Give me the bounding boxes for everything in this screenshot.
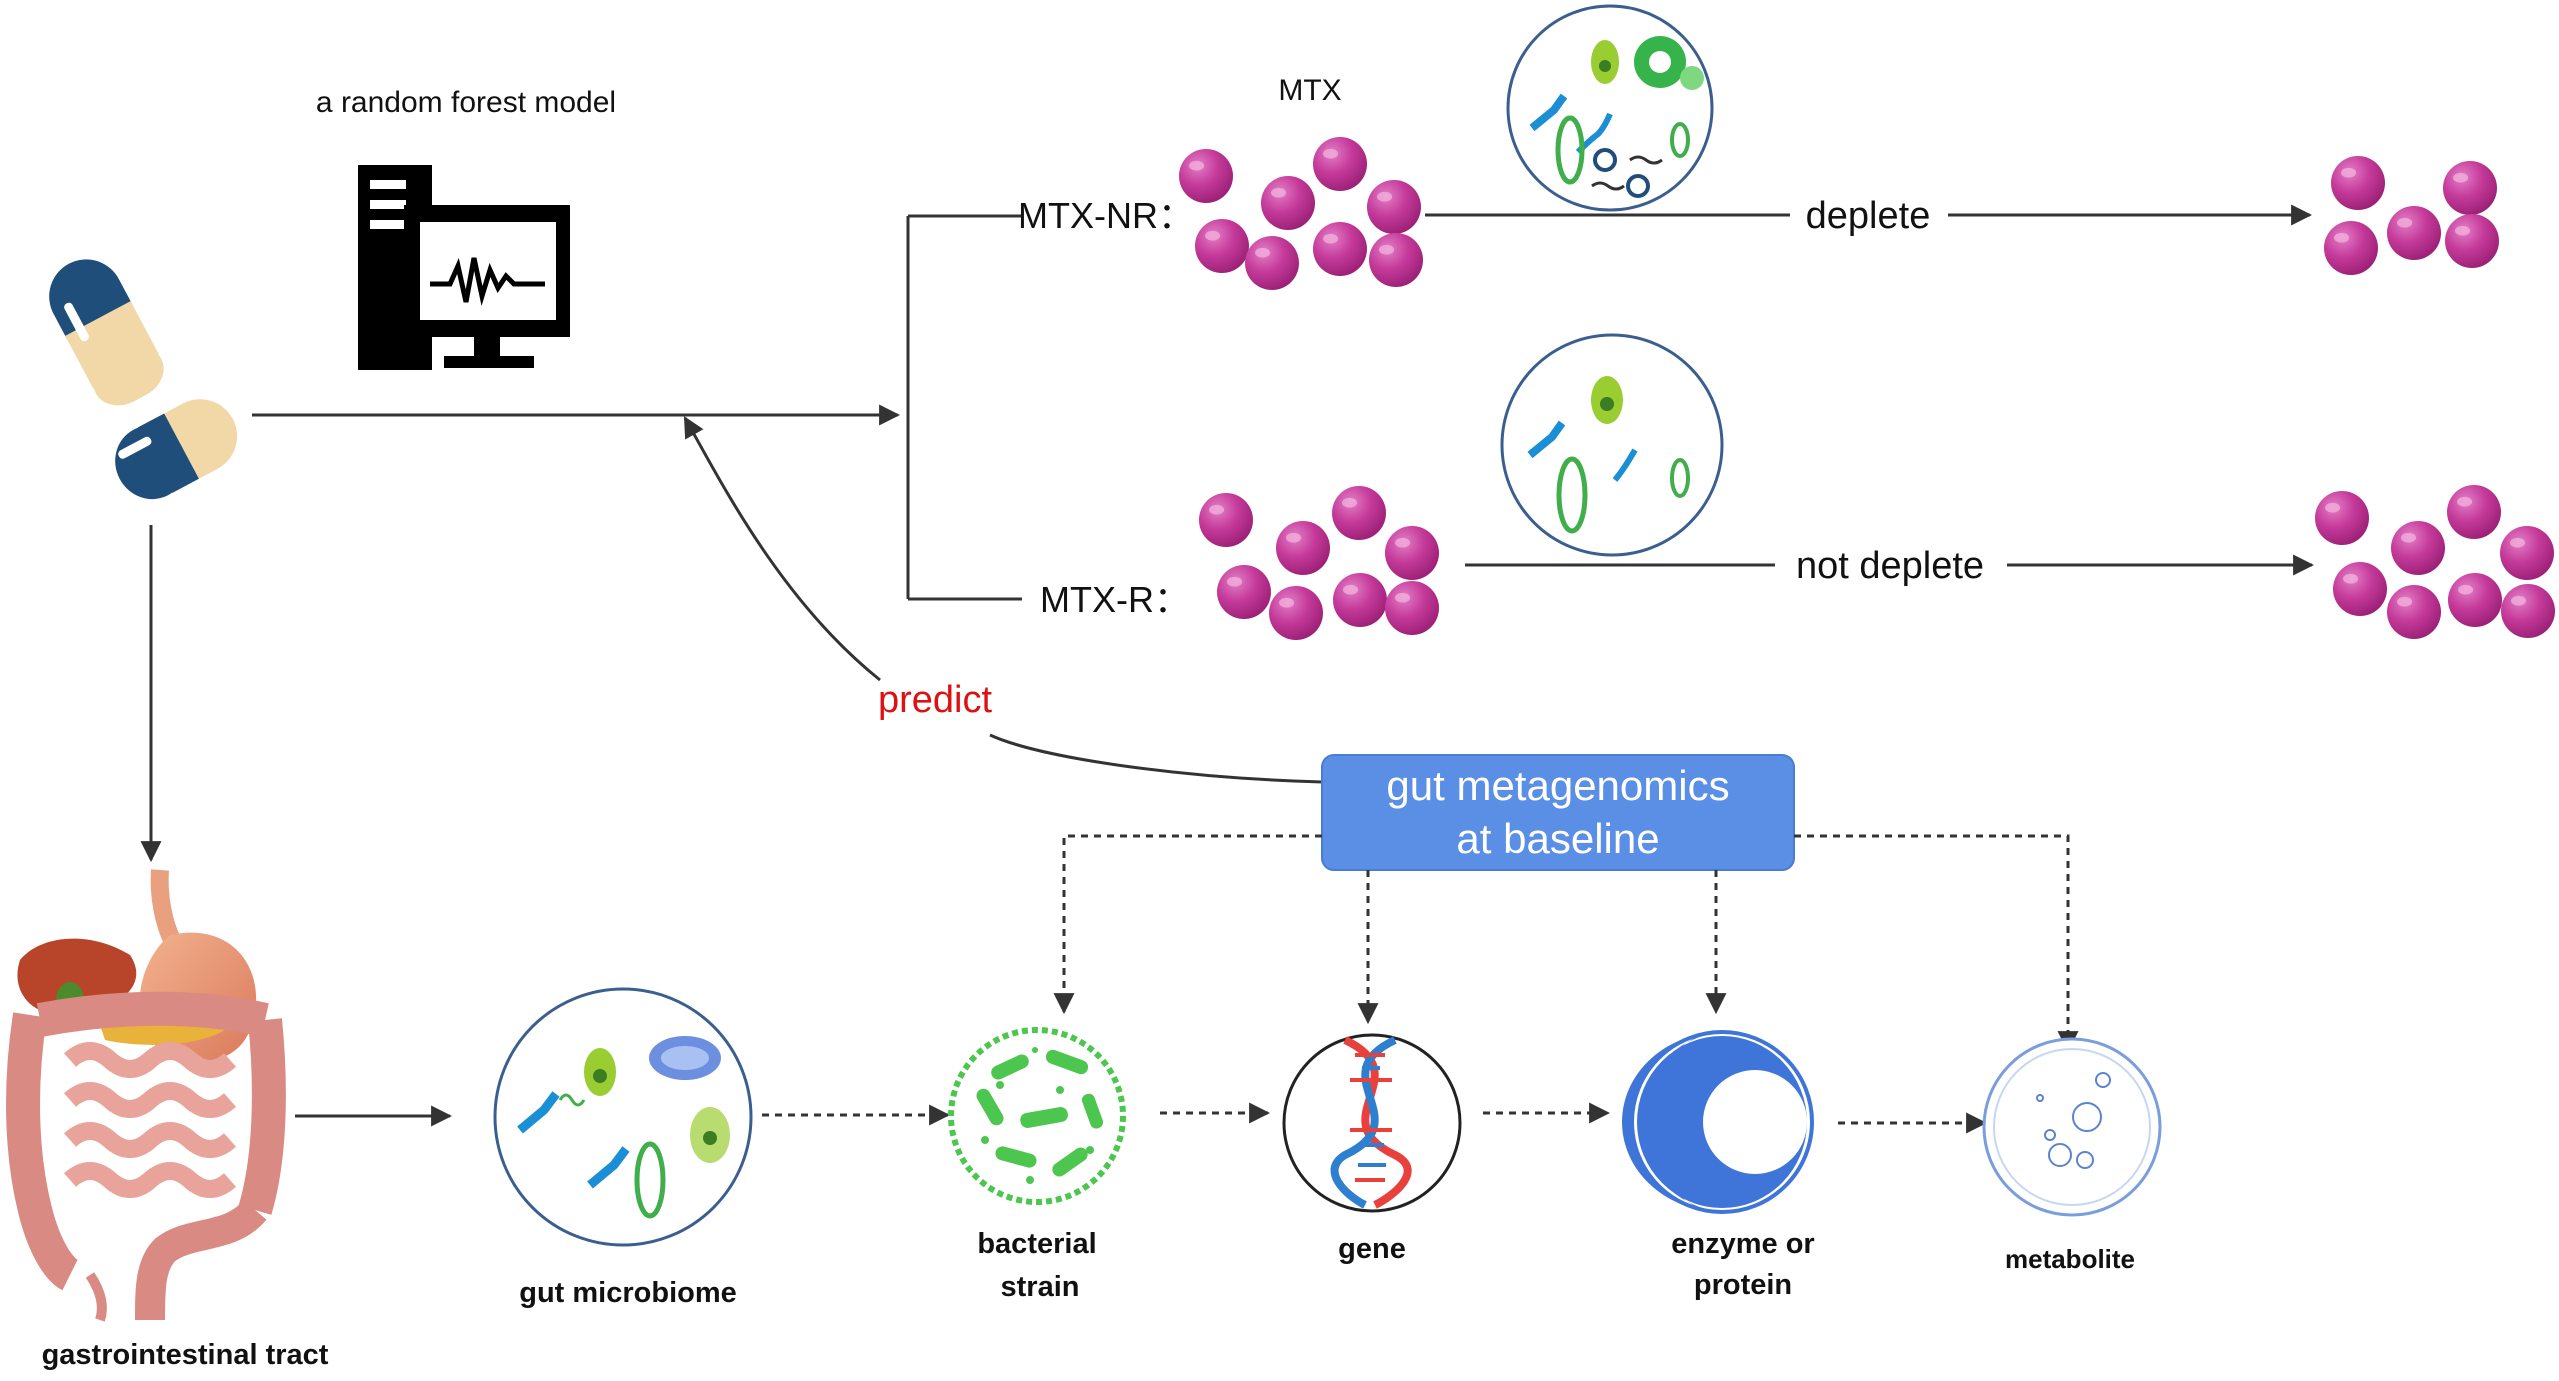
mtx-bead-highlight: [1285, 532, 1302, 543]
deplete-label: deplete: [1806, 195, 1931, 237]
mtx-bead-highlight: [1322, 233, 1339, 244]
mtx-bead-highlight: [1322, 148, 1339, 159]
mtx-bead: [1313, 137, 1367, 191]
capsule-icon: [49, 259, 238, 500]
mtx-bead-highlight: [2509, 537, 2526, 548]
mtx-bead-highlight: [2510, 595, 2527, 606]
mtx-bead-highlight: [2452, 172, 2469, 183]
mtx-bead: [1179, 149, 1233, 203]
predict-curve-arrow: [685, 418, 1323, 784]
bacterial-strain-icon: [948, 1027, 1126, 1205]
gi-tract-icon: [6, 869, 286, 1322]
bacterial-strain-label-2: strain: [1001, 1271, 1080, 1303]
metabolite-icon: [1982, 1037, 2162, 1217]
mtx-bead: [2315, 491, 2369, 545]
mtx-beads-r-after: [2315, 485, 2555, 639]
mtx-bead-highlight: [1342, 584, 1359, 595]
mtx-bead-highlight: [2400, 532, 2417, 543]
mtx-beads-r-before: [1199, 486, 1439, 640]
mtx-bead-highlight: [1376, 191, 1393, 202]
microbes-r-circle-icon: [1500, 333, 1724, 557]
metagenomics-box-line2: at baseline: [1456, 815, 1659, 862]
mtx-bead: [1261, 176, 1315, 230]
model-label: a random forest model: [316, 86, 616, 119]
mtx-bead: [2387, 206, 2441, 260]
mtx-bead: [1333, 573, 1387, 627]
microbes-nr-circle-icon: [1506, 4, 1714, 212]
mtx-bead: [1313, 222, 1367, 276]
enzyme-icon: [1622, 1030, 1814, 1214]
mtx-bead-highlight: [1394, 537, 1411, 548]
mtx-bead: [2501, 584, 2555, 638]
mtx-bead: [1332, 486, 1386, 540]
mtx-bead: [2448, 573, 2502, 627]
mtx-bead-highlight: [1394, 592, 1411, 603]
mtx-bead-highlight: [1188, 160, 1205, 171]
mtx-nr-label: MTX-NR：: [1018, 195, 1194, 236]
mtx-bead: [2500, 526, 2554, 580]
mtx-bead-highlight: [2333, 232, 2350, 243]
mtx-bead-highlight: [2456, 496, 2473, 507]
mtx-beads-nr-before: [1179, 137, 1423, 290]
mtx-bead-highlight: [2324, 502, 2341, 513]
gut-microbiome-icon: [493, 987, 753, 1247]
mtx-bead-highlight: [1254, 247, 1271, 258]
mtx-bead: [1217, 565, 1271, 619]
mtx-bead: [1269, 586, 1323, 640]
mtx-bead: [1385, 581, 1439, 635]
mtx-label: MTX: [1278, 74, 1341, 107]
computer-icon: [358, 165, 570, 370]
mtx-bead-highlight: [1226, 576, 1243, 587]
mtx-bead: [2447, 485, 2501, 539]
mtx-bead-highlight: [1270, 187, 1287, 198]
mtx-r-label: MTX-R：: [1040, 579, 1190, 620]
mtx-bead: [2391, 521, 2445, 575]
enzyme-label-2: protein: [1694, 1269, 1792, 1301]
enzyme-label-1: enzyme or: [1671, 1228, 1814, 1260]
mtx-bead: [1199, 493, 1253, 547]
mtx-bead: [1245, 236, 1299, 290]
mtx-bead-highlight: [2454, 225, 2471, 236]
mtx-bead: [1367, 180, 1421, 234]
metagenomics-box: gut metagenomics at baseline: [1321, 754, 1795, 871]
metagenomics-fanout-arrows: [1053, 834, 2079, 1053]
mtx-bead-highlight: [1278, 597, 1295, 608]
mtx-bead-highlight: [1208, 504, 1225, 515]
mtx-bead-highlight: [1378, 244, 1395, 255]
mtx-bead: [1276, 521, 1330, 575]
mtx-bead-highlight: [2396, 596, 2413, 607]
mtx-bead-highlight: [1204, 230, 1221, 241]
mtx-bead: [2331, 156, 2385, 210]
predict-label: predict: [878, 679, 992, 721]
gene-label: gene: [1338, 1233, 1406, 1265]
dna-gene-icon: [1282, 1033, 1462, 1213]
mtx-bead-highlight: [1341, 497, 1358, 508]
gut-microbiome-label: gut microbiome: [519, 1277, 737, 1309]
mtx-bead-highlight: [2457, 584, 2474, 595]
metabolite-label: metabolite: [2005, 1244, 2135, 1274]
mtx-beads-nr-after: [2324, 156, 2499, 275]
mtx-bead-highlight: [2342, 573, 2359, 584]
mtx-bead: [2324, 221, 2378, 275]
mtx-bead: [1385, 526, 1439, 580]
not-deplete-label: not deplete: [1796, 545, 1984, 587]
mtx-bead: [2387, 585, 2441, 639]
mtx-bead: [1369, 233, 1423, 287]
mtx-bead: [1195, 219, 1249, 273]
bacterial-strain-label-1: bacterial: [977, 1228, 1096, 1260]
mtx-bead-highlight: [2340, 167, 2357, 178]
mtx-bead-highlight: [2396, 217, 2413, 228]
metagenomics-box-line1: gut metagenomics: [1386, 762, 1729, 809]
mtx-bead: [2333, 562, 2387, 616]
mtx-bead: [2443, 161, 2497, 215]
gi-tract-label: gastrointestinal tract: [42, 1339, 329, 1371]
mtx-bead: [2445, 214, 2499, 268]
